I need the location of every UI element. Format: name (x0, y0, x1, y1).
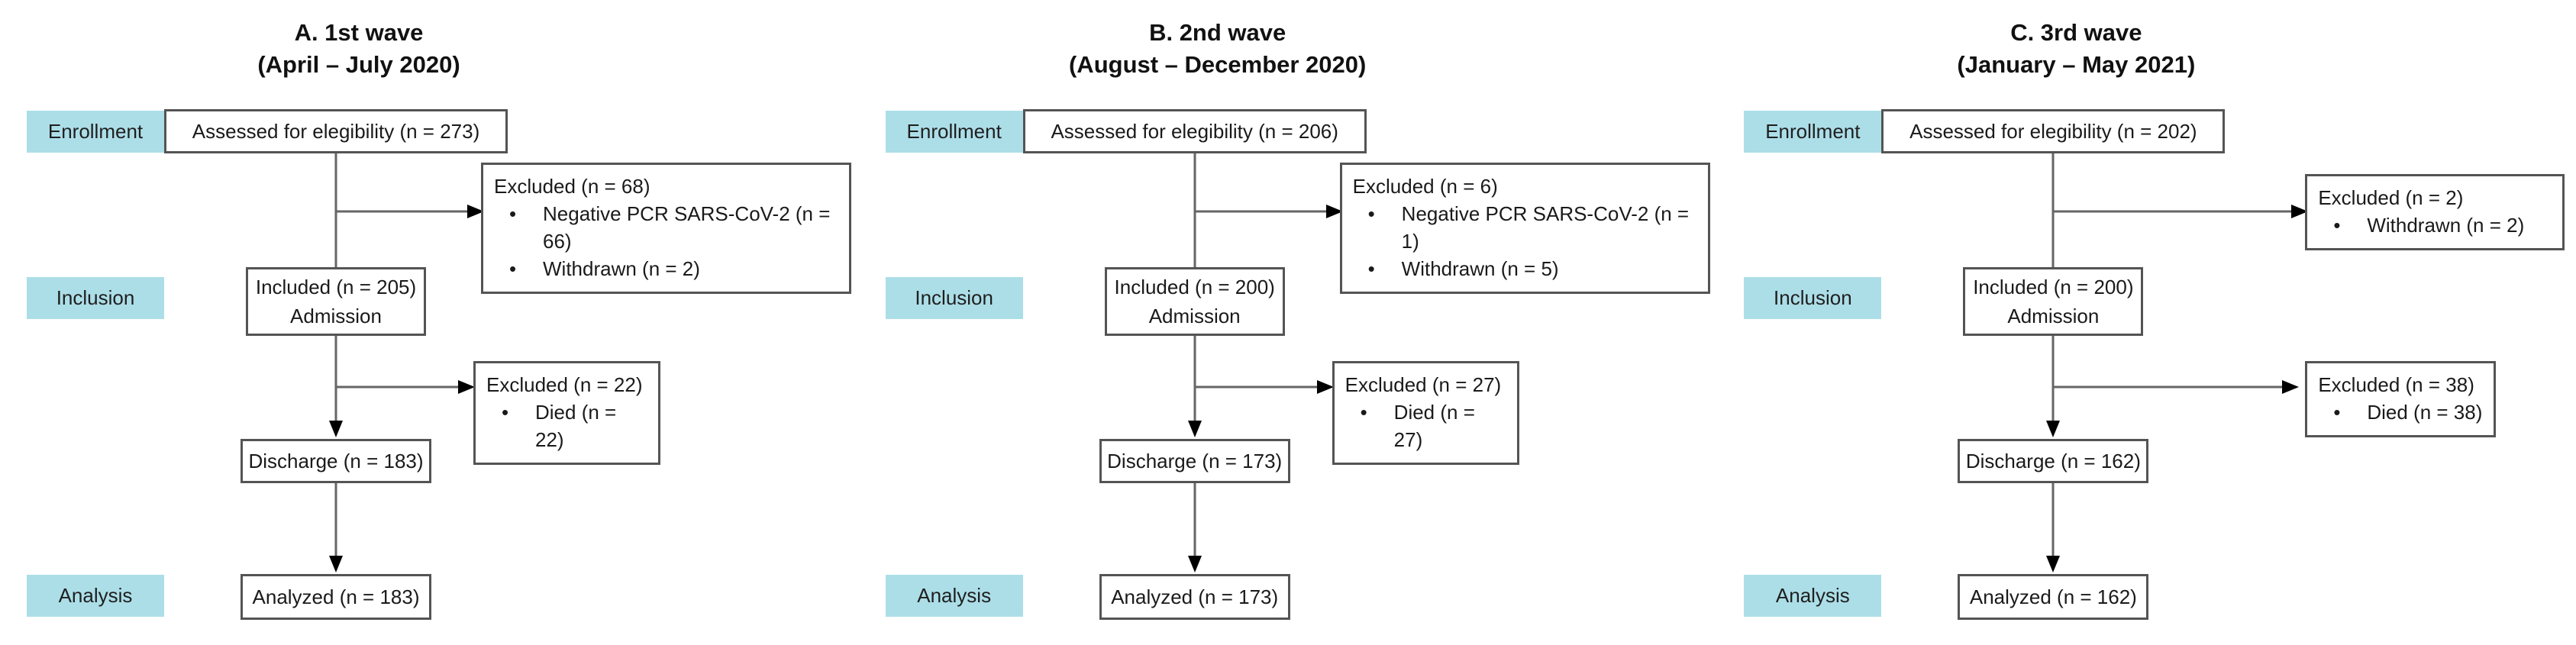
panel-title: B. 2nd wave (August – December 2020) (951, 17, 1485, 81)
excluded-bullet: • Died (n = 22) (486, 398, 650, 453)
bullet-icon: • (502, 401, 509, 424)
included-box: Included (n = 205) Admission (246, 267, 426, 336)
panel-title-line1: C. 3rd wave (2010, 19, 2142, 46)
assessed-box: Assessed for elegibility (n = 202) (1881, 109, 2226, 153)
discharge-box: Discharge (n = 162) (1958, 439, 2149, 483)
excluded-bullet-text: Withdrawn (n = 2) (543, 257, 700, 280)
excluded-title: Excluded (n = 38) (2318, 373, 2474, 396)
panel-title-line1: B. 2nd wave (1149, 19, 1286, 46)
included-box: Included (n = 200) Admission (1104, 267, 1285, 336)
panel-second-wave: B. 2nd wave (August – December 2020) Enr… (859, 0, 1718, 645)
bullet-icon: • (2333, 401, 2341, 424)
included-line2: Admission (2007, 305, 2100, 327)
excluded-admission-box: Excluded (n = 38) • Died (n = 38) (2305, 361, 2497, 437)
assessed-box: Assessed for elegibility (n = 273) (164, 109, 508, 153)
included-line1: Included (n = 200) (1114, 276, 1275, 298)
excluded-bullet: • Withdrawn (n = 2) (2318, 211, 2555, 239)
bullet-icon: • (509, 202, 517, 225)
bullet-icon: • (509, 257, 517, 280)
excluded-bullet-text: Withdrawn (n = 2) (2367, 214, 2525, 237)
excluded-enrollment-box: Excluded (n = 6) • Negative PCR SARS-CoV… (1339, 163, 1710, 294)
panel-title-line2: (August – December 2020) (1068, 51, 1367, 78)
stage-label-analysis: Analysis (27, 575, 164, 617)
panel-third-wave: C. 3rd wave (January – May 2021) Enrollm… (1717, 0, 2576, 645)
assessed-box: Assessed for elegibility (n = 206) (1022, 109, 1367, 153)
analyzed-box: Analyzed (n = 183) (240, 574, 431, 620)
stage-label-inclusion: Inclusion (885, 277, 1023, 319)
stage-label-inclusion: Inclusion (1744, 277, 1882, 319)
analyzed-box: Analyzed (n = 173) (1099, 574, 1290, 620)
panel-title-line2: (April – July 2020) (257, 51, 460, 78)
excluded-bullet-text: Died (n = 27) (1393, 401, 1475, 451)
excluded-admission-box: Excluded (n = 27) • Died (n = 27) (1332, 361, 1519, 465)
discharge-box: Discharge (n = 173) (1099, 439, 1290, 483)
bullet-icon: • (1367, 257, 1375, 280)
excluded-admission-box: Excluded (n = 22) • Died (n = 22) (473, 361, 660, 465)
excluded-bullet: • Withdrawn (n = 2) (494, 255, 841, 282)
excluded-title: Excluded (n = 6) (1352, 175, 1498, 198)
discharge-box: Discharge (n = 183) (240, 439, 431, 483)
excluded-bullet-text: Died (n = 22) (535, 401, 617, 451)
stage-label-enrollment: Enrollment (27, 111, 164, 153)
stage-label-analysis: Analysis (885, 575, 1023, 617)
flow-connectors (1187, 153, 1343, 572)
excluded-bullet: • Died (n = 27) (1345, 398, 1509, 453)
stage-label-inclusion: Inclusion (27, 277, 164, 319)
excluded-title: Excluded (n = 2) (2318, 186, 2464, 209)
included-line1: Included (n = 205) (255, 276, 417, 298)
panel-first-wave: A. 1st wave (April – July 2020) Enrollme… (0, 0, 859, 645)
excluded-title: Excluded (n = 22) (486, 373, 643, 396)
panel-title: A. 1st wave (April – July 2020) (92, 17, 626, 81)
excluded-bullet-text: Negative PCR SARS-CoV-2 (n = 66) (543, 202, 831, 253)
included-line2: Admission (1148, 305, 1241, 327)
excluded-bullet: • Died (n = 38) (2318, 398, 2486, 426)
excluded-bullet-text: Died (n = 38) (2367, 401, 2483, 424)
excluded-bullet-text: Negative PCR SARS-CoV-2 (n = 1) (1401, 202, 1690, 253)
excluded-title: Excluded (n = 68) (494, 175, 650, 198)
excluded-bullet: • Negative PCR SARS-CoV-2 (n = 66) (494, 200, 841, 255)
excluded-enrollment-box: Excluded (n = 68) • Negative PCR SARS-Co… (481, 163, 851, 294)
bullet-icon: • (2333, 214, 2341, 237)
excluded-bullet: • Withdrawn (n = 5) (1353, 255, 1700, 282)
excluded-bullet-text: Withdrawn (n = 5) (1401, 257, 1559, 280)
flow-connectors (2046, 153, 2309, 572)
stage-label-enrollment: Enrollment (885, 111, 1023, 153)
panel-title-line1: A. 1st wave (294, 19, 424, 46)
included-line1: Included (n = 200) (1973, 276, 2134, 298)
excluded-enrollment-box: Excluded (n = 2) • Withdrawn (n = 2) (2305, 174, 2565, 250)
bullet-icon: • (1367, 202, 1375, 225)
included-line2: Admission (290, 305, 382, 327)
flow-connectors (329, 153, 484, 572)
included-box: Included (n = 200) Admission (1963, 267, 2144, 336)
stage-label-analysis: Analysis (1744, 575, 1882, 617)
stage-label-enrollment: Enrollment (1744, 111, 1882, 153)
panel-title: C. 3rd wave (January – May 2021) (1809, 17, 2343, 81)
analyzed-box: Analyzed (n = 162) (1958, 574, 2149, 620)
excluded-bullet: • Negative PCR SARS-CoV-2 (n = 1) (1353, 200, 1700, 255)
panel-title-line2: (January – May 2021) (1957, 51, 2196, 78)
excluded-title: Excluded (n = 27) (1344, 373, 1502, 396)
bullet-icon: • (1360, 401, 1367, 424)
